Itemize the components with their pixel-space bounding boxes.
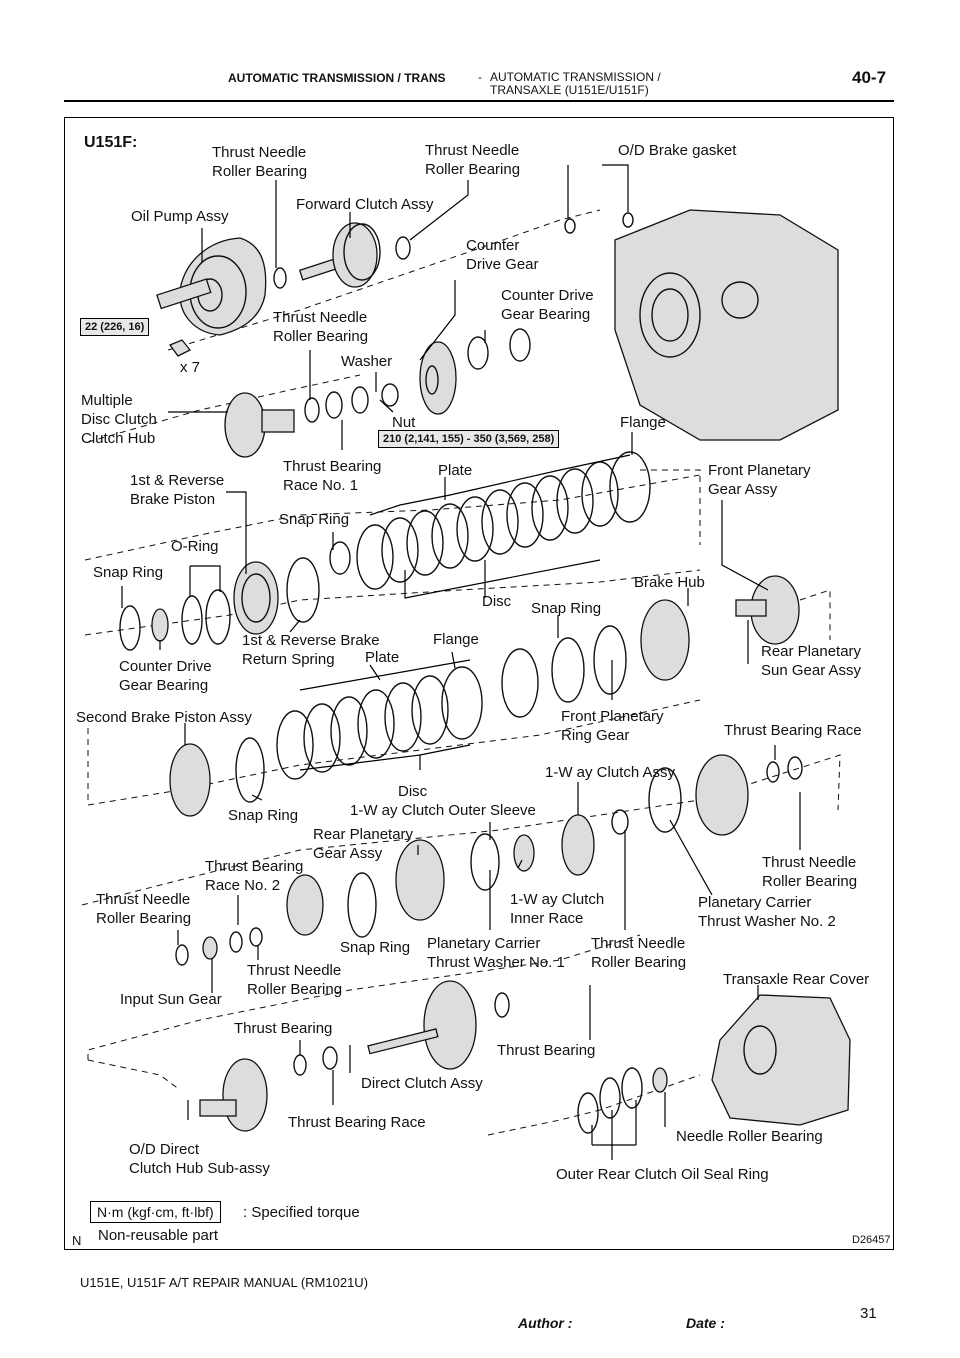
label-thrust-needle-roller-bearing-1: Thrust Needle Roller Bearing bbox=[212, 144, 308, 180]
footer-author-label: Author : bbox=[518, 1315, 573, 1331]
counter-drive-gear-drawing bbox=[419, 328, 531, 415]
disc-pack-1-drawing bbox=[329, 451, 651, 590]
label-second-brake-piston-assy: Second Brake Piston Assy bbox=[76, 709, 252, 726]
label-snap-ring-3: Snap Ring bbox=[531, 600, 602, 617]
label-snap-ring-4: Snap Ring bbox=[228, 807, 299, 824]
label-one-way-clutch-inner-race: 1-W ay Clutch Inner Race bbox=[510, 891, 605, 927]
label-counter-drive-gear-bearing-2: Counter Drive Gear Bearing bbox=[119, 658, 212, 694]
label-thrust-bearing-race-2: Thrust Bearing Race bbox=[288, 1114, 426, 1131]
bearing-1-drawing bbox=[273, 267, 287, 289]
direct-clutch-drawing bbox=[199, 980, 510, 1132]
label-oil-pump-assy: Oil Pump Assy bbox=[131, 208, 229, 225]
label-front-planetary-ring-gear: Front Planetary Ring Gear bbox=[561, 708, 664, 744]
header-chapter-line2: TRANSAXLE (U151E/U151F) bbox=[490, 83, 649, 97]
leader-lines bbox=[121, 164, 801, 1160]
page-number: 40-7 bbox=[852, 68, 887, 87]
label-front-planetary-gear-assy: Front Planetary Gear Assy bbox=[708, 462, 811, 498]
label-outer-rear-clutch-oil-seal-ring: Outer Rear Clutch Oil Seal Ring bbox=[556, 1166, 769, 1183]
bolt-quantity: x 7 bbox=[180, 359, 201, 376]
label-thrust-needle-roller-bearing-3: Thrust Needle Roller Bearing bbox=[273, 309, 369, 345]
legend-torque-unit: N·m (kgf·cm, ft·lbf) bbox=[90, 1201, 221, 1223]
label-input-sun-gear: Input Sun Gear bbox=[120, 991, 222, 1008]
label-thrust-needle-roller-bearing-4: Thrust Needle Roller Bearing bbox=[762, 854, 858, 890]
header-rule bbox=[64, 100, 894, 102]
disc-pack-2-drawing bbox=[169, 666, 483, 817]
brake-hub-drawing bbox=[501, 575, 800, 718]
legend-torque-description: : Specified torque bbox=[243, 1204, 360, 1221]
figure-id: D26457 bbox=[852, 1234, 891, 1246]
label-plate-2: Plate bbox=[365, 649, 400, 666]
label-od-direct-clutch-hub-sub-assy: O/D Direct Clutch Hub Sub-assy bbox=[129, 1141, 270, 1177]
nonreusable-mark: N bbox=[72, 1233, 82, 1248]
header-separator: - bbox=[478, 70, 482, 84]
footer-page-number: 31 bbox=[860, 1305, 877, 1322]
label-thrust-needle-roller-bearing-6: Thrust Needle Roller Bearing bbox=[591, 935, 687, 971]
label-thrust-needle-roller-bearing-2: Thrust Needle Roller Bearing bbox=[425, 142, 521, 178]
label-thrust-needle-roller-bearing-5: Thrust Needle Roller Bearing bbox=[96, 891, 192, 927]
torque-spec-nut: 210 (2,141, 155) - 350 (3,569, 258) bbox=[378, 430, 560, 448]
torque-spec-bolt: 22 (226, 16) bbox=[80, 318, 150, 336]
label-1st-reverse-brake-return-spring: 1st & Reverse Brake Return Spring bbox=[242, 632, 380, 668]
label-counter-drive-gear: Counter Drive Gear bbox=[466, 237, 539, 273]
label-planetary-carrier-thrust-washer-no1: Planetary Carrier Thrust Washer No. 1 bbox=[427, 935, 565, 971]
oil-pump-drawing bbox=[156, 237, 267, 336]
label-thrust-bearing-2: Thrust Bearing bbox=[497, 1042, 596, 1059]
rear-cover-drawing bbox=[577, 994, 851, 1134]
reverse-brake-parts-drawing bbox=[119, 557, 320, 651]
transaxle-case-drawing bbox=[564, 209, 839, 441]
label-flange-2: Flange bbox=[433, 631, 479, 648]
label-disc-2: Disc bbox=[398, 783, 428, 800]
label-1st-reverse-brake-piston: 1st & Reverse Brake Piston bbox=[130, 472, 225, 508]
label-transaxle-rear-cover: Transaxle Rear Cover bbox=[723, 971, 870, 988]
label-brake-hub: Brake Hub bbox=[634, 574, 705, 591]
forward-clutch-drawing bbox=[298, 222, 381, 288]
label-nut: Nut bbox=[392, 414, 416, 431]
header-chapter-line1: AUTOMATIC TRANSMISSION / bbox=[490, 70, 661, 84]
footer-date-label: Date : bbox=[686, 1315, 725, 1331]
label-thrust-bearing-1: Thrust Bearing bbox=[234, 1020, 333, 1037]
label-planetary-carrier-thrust-washer-no2: Planetary Carrier Thrust Washer No. 2 bbox=[698, 894, 836, 930]
label-o-ring: O-Ring bbox=[171, 538, 219, 555]
label-one-way-clutch-assy: 1-W ay Clutch Assy bbox=[545, 764, 676, 781]
label-thrust-needle-roller-bearing-7: Thrust Needle Roller Bearing bbox=[247, 962, 343, 998]
label-snap-ring-1: Snap Ring bbox=[279, 511, 350, 528]
diagram-frame bbox=[64, 117, 894, 1250]
footer-manual-title: U151E, U151F A/T REPAIR MANUAL (RM1021U) bbox=[80, 1275, 369, 1290]
label-thrust-bearing-race-no1: Thrust Bearing Race No. 1 bbox=[283, 458, 382, 494]
bolt-drawing bbox=[168, 339, 192, 357]
rear-planetary-drawing bbox=[175, 754, 803, 966]
header-section-title: AUTOMATIC TRANSMISSION / TRANS bbox=[228, 71, 446, 85]
legend-nonreusable-part: Non-reusable part bbox=[98, 1227, 219, 1244]
model-label: U151F: bbox=[84, 134, 138, 151]
label-one-way-clutch-outer-sleeve: 1-W ay Clutch Outer Sleeve bbox=[350, 802, 536, 819]
label-direct-clutch-assy: Direct Clutch Assy bbox=[361, 1075, 483, 1092]
label-forward-clutch-assy: Forward Clutch Assy bbox=[296, 196, 434, 213]
label-counter-drive-gear-bearing: Counter Drive Gear Bearing bbox=[501, 287, 594, 323]
clutch-hub-drawing bbox=[224, 383, 399, 458]
label-flange-1: Flange bbox=[620, 414, 666, 431]
label-thrust-bearing-race-1: Thrust Bearing Race bbox=[724, 722, 862, 739]
label-washer: Washer bbox=[341, 353, 393, 370]
label-needle-roller-bearing: Needle Roller Bearing bbox=[676, 1128, 823, 1145]
label-rear-planetary-gear-assy: Rear Planetary Gear Assy bbox=[313, 826, 414, 862]
label-multiple-disc-clutch-hub: Multiple Disc Clutch Clutch Hub bbox=[81, 392, 157, 447]
label-thrust-bearing-race-no2: Thrust Bearing Race No. 2 bbox=[205, 858, 304, 894]
label-plate-1: Plate bbox=[438, 462, 473, 479]
label-snap-ring-2: Snap Ring bbox=[93, 564, 164, 581]
label-snap-ring-5: Snap Ring bbox=[340, 939, 411, 956]
bearing-2-drawing bbox=[395, 236, 411, 260]
label-rear-planetary-sun-gear-assy: Rear Planetary Sun Gear Assy bbox=[761, 643, 862, 679]
label-disc-1: Disc bbox=[482, 593, 512, 610]
label-od-brake-gasket: O/D Brake gasket bbox=[618, 142, 737, 159]
